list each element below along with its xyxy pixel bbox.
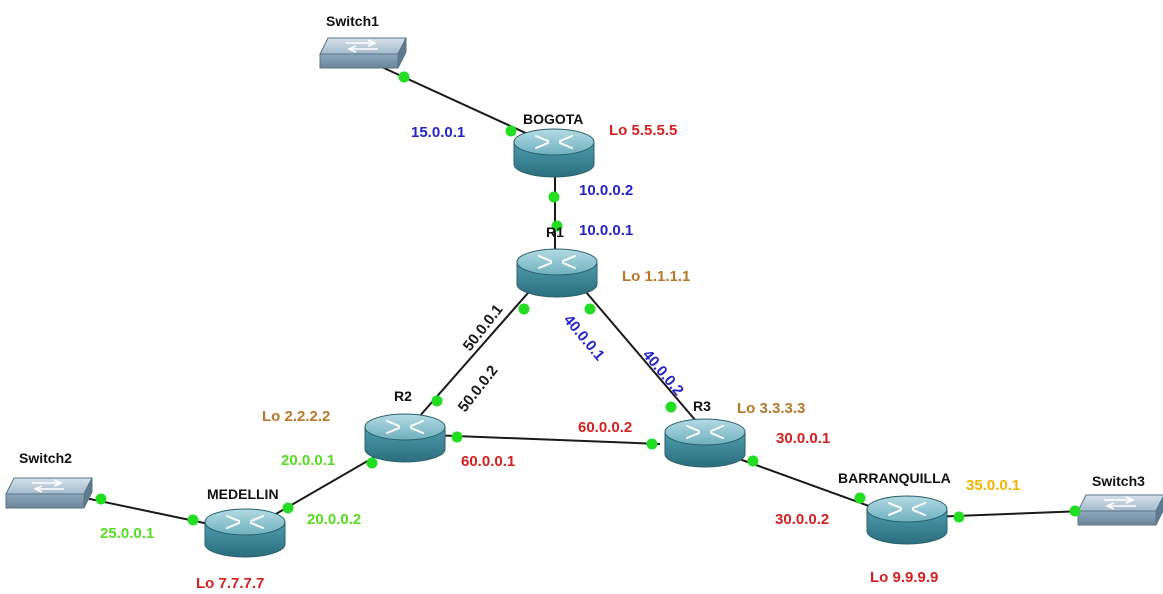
ip-label-bogota-switch1: 15.0.0.1 (411, 124, 465, 141)
link-r1-r3 (579, 284, 697, 422)
device-switch1[interactable] (319, 37, 407, 69)
ip-label-r3-r1: 40.0.0.2 (639, 347, 687, 399)
port-dot (505, 125, 517, 137)
router-icon (204, 508, 286, 558)
port-dot (953, 511, 965, 523)
switch-icon (319, 37, 407, 69)
ip-label-r1-r2: 50.0.0.1 (460, 301, 507, 354)
port-dot (854, 492, 866, 504)
port-dot (551, 220, 563, 232)
loopback-label-medellin: Lo 7.7.7.7 (196, 575, 264, 592)
port-dot (665, 401, 677, 413)
ip-label-barranquilla-switch3: 35.0.0.1 (966, 477, 1020, 494)
ip-label-r2-medellin: 20.0.0.1 (281, 452, 335, 469)
ip-label-medellin-switch2: 25.0.0.1 (100, 525, 154, 542)
loopback-label-bogota: Lo 5.5.5.5 (609, 122, 677, 139)
port-dot (95, 493, 107, 505)
ip-label-r1-r3: 40.0.0.1 (560, 312, 608, 364)
device-label-barranquilla: BARRANQUILLA (838, 470, 951, 486)
port-dot (518, 303, 530, 315)
link-r3-barranquilla (719, 451, 881, 511)
ip-label-r3-r2: 60.0.0.2 (578, 419, 632, 436)
router-icon (513, 128, 595, 178)
router-icon (664, 418, 746, 468)
port-dots (95, 71, 1081, 526)
port-dot (398, 71, 410, 83)
port-dot (282, 502, 294, 514)
port-dot (548, 191, 560, 203)
router-icon (364, 413, 446, 463)
ip-label-barranquilla-r3: 30.0.0.2 (775, 511, 829, 528)
ip-label-r3-barranquilla: 30.0.0.1 (776, 430, 830, 447)
device-switch2[interactable] (5, 477, 93, 509)
switch-icon (1077, 494, 1163, 526)
device-label-switch3: Switch3 (1092, 473, 1145, 489)
ip-label-r2-r3: 60.0.0.1 (461, 453, 515, 470)
port-dot (747, 455, 759, 467)
loopback-label-r1: Lo 1.1.1.1 (622, 268, 690, 285)
device-barranquilla[interactable] (866, 495, 948, 545)
loopback-label-barranquilla: Lo 9.9.9.9 (870, 569, 938, 586)
port-dot (431, 395, 443, 407)
device-r3[interactable] (664, 418, 746, 468)
port-dot (366, 457, 378, 469)
device-r2[interactable] (364, 413, 446, 463)
ip-label-r1-bogota: 10.0.0.1 (579, 222, 633, 239)
device-medellin[interactable] (204, 508, 286, 558)
switch-icon (5, 477, 93, 509)
device-label-r3: R3 (693, 398, 711, 414)
port-dot (584, 303, 596, 315)
port-dot (1069, 505, 1081, 517)
device-label-switch1: Switch1 (326, 13, 379, 29)
link-r2-r3 (429, 434, 661, 445)
ip-label-bogota-r1: 10.0.0.2 (579, 182, 633, 199)
device-r1[interactable] (516, 248, 598, 298)
device-label-switch2: Switch2 (19, 450, 72, 466)
device-bogota[interactable] (513, 128, 595, 178)
router-icon (516, 248, 598, 298)
port-dot (187, 514, 199, 526)
port-dot (451, 431, 463, 443)
loopback-label-r2: Lo 2.2.2.2 (262, 408, 330, 425)
device-label-r2: R2 (394, 388, 412, 404)
ip-label-r2-r1: 50.0.0.2 (455, 362, 502, 415)
loopback-label-r3: Lo 3.3.3.3 (737, 400, 805, 417)
port-dot (646, 438, 658, 450)
link-switch1-bogota (361, 57, 555, 147)
device-label-medellin: MEDELLIN (207, 486, 279, 502)
device-switch3[interactable] (1077, 494, 1163, 526)
device-label-r1: R1 (546, 224, 564, 240)
device-label-bogota: BOGOTA (523, 111, 583, 127)
router-icon (866, 495, 948, 545)
ip-label-medellin-r2: 20.0.0.2 (307, 511, 361, 528)
